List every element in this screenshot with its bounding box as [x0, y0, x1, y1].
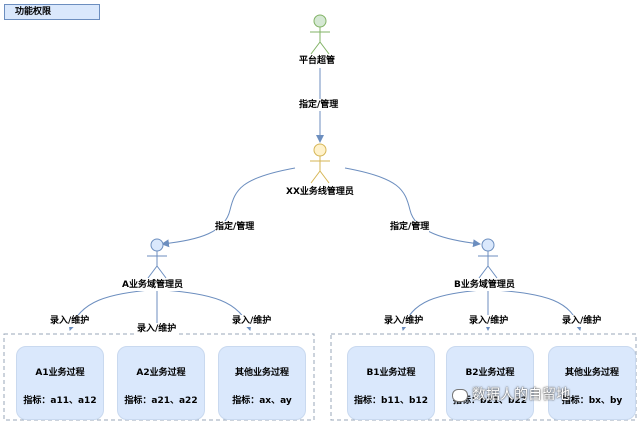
domain-b-actor-icon — [478, 238, 498, 279]
process-box-a2: A2业务过程 指标：a21、a22 — [117, 346, 205, 420]
process-title: 其他业务过程 — [234, 368, 289, 378]
wechat-icon — [452, 388, 468, 402]
domain-a-actor-label: A业务域管理员 — [122, 279, 183, 291]
platform-actor-label: 平台超管 — [299, 55, 336, 67]
edge-label-entry-b-other: 录入/维护 — [562, 315, 602, 327]
process-title: A1业务过程 — [35, 368, 85, 378]
process-metric: 指标：b11、b12 — [354, 396, 428, 406]
watermark: 数据人的自留地 — [452, 384, 570, 404]
edge-label-entry-a1: 录入/维护 — [50, 315, 90, 327]
domain-b-actor-label: B业务域管理员 — [454, 279, 515, 291]
edge-label-platform: 指定/管理 — [299, 99, 339, 111]
domain-b-group — [330, 333, 637, 421]
process-box-b2: B2业务过程 指标：b21、b22 — [446, 346, 534, 420]
process-title: B2业务过程 — [465, 368, 515, 378]
process-box-b-other: 其他业务过程 指标：bx、by — [548, 346, 636, 420]
edge-label-entry-b2: 录入/维护 — [469, 315, 509, 327]
edge-label-entry-a2: 录入/维护 — [137, 323, 177, 335]
diagram-title: 功能权限 — [4, 4, 100, 20]
edge-label-domain-b: 指定/管理 — [390, 221, 430, 233]
domain-a-actor-icon — [147, 238, 167, 279]
line-manager-actor-icon — [310, 143, 330, 184]
process-title: 其他业务过程 — [564, 368, 619, 378]
process-metric: 指标：ax、ay — [232, 396, 292, 406]
edge-label-entry-b1: 录入/维护 — [384, 315, 424, 327]
watermark-text: 数据人的自留地 — [472, 387, 570, 403]
edge-line-to-domain-b — [344, 167, 481, 248]
line-actor-label: XX业务线管理员 — [286, 186, 354, 198]
process-box-a-other: 其他业务过程 指标：ax、ay — [218, 346, 306, 420]
process-title: B1业务过程 — [366, 368, 416, 378]
process-metric: 指标：a11、a12 — [23, 396, 97, 406]
process-metric: 指标：bx、by — [561, 396, 623, 406]
edge-label-entry-a-other: 录入/维护 — [232, 315, 272, 327]
platform-actor-icon — [310, 14, 330, 55]
process-metric: 指标：a21、a22 — [124, 396, 198, 406]
process-title: A2业务过程 — [136, 368, 186, 378]
edge-line-to-domain-a — [161, 167, 296, 248]
edge-label-domain-a: 指定/管理 — [215, 221, 255, 233]
process-metric: 指标：b21、b22 — [453, 396, 527, 406]
process-box-a1: A1业务过程 指标：a11、a12 — [16, 346, 104, 420]
process-box-b1: B1业务过程 指标：b11、b12 — [347, 346, 435, 420]
